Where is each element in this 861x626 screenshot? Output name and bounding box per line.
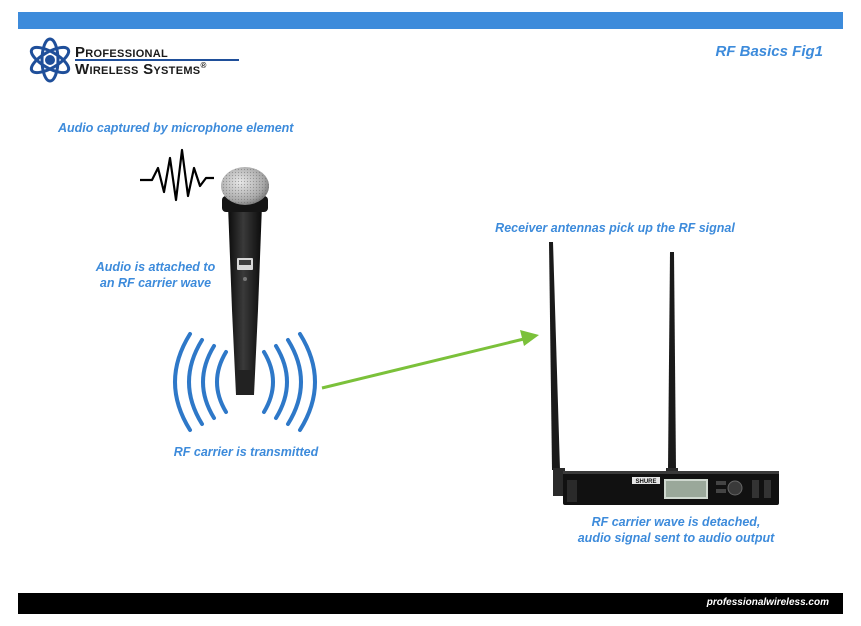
label-audio-attached-line-1: Audio is attached to: [95, 260, 216, 274]
bottom-bar: professionalwireless.com: [18, 593, 843, 614]
logo-line-1: Professional: [75, 44, 169, 61]
label-receiver-antennas: Receiver antennas pick up the RF signal: [495, 221, 735, 235]
label-audio-attached: Audio is attached to an RF carrier wave: [78, 259, 233, 291]
label-carrier-detached-line-2: audio signal sent to audio output: [577, 531, 775, 545]
label-carrier-detached-line-1: RF carrier wave is detached,: [591, 515, 761, 529]
figure-title: RF Basics Fig1: [715, 43, 823, 60]
wireless-receiver: SHURE: [549, 242, 779, 505]
arrow-icon: [321, 330, 539, 390]
label-audio-attached-line-2: an RF carrier wave: [99, 276, 212, 290]
atom-logo-icon: [29, 37, 71, 83]
top-bar: [18, 12, 843, 29]
label-audio-captured: Audio captured by microphone element: [58, 121, 294, 135]
logo: Professional Wireless Systems®: [26, 36, 266, 86]
label-rf-transmitted: RF carrier is transmitted: [173, 445, 319, 459]
logo-line-2-text: Wireless Systems: [75, 61, 201, 78]
label-carrier-detached: RF carrier wave is detached, audio signa…: [556, 514, 796, 546]
logo-rule: [75, 59, 239, 61]
receiver-antenna-right: [666, 252, 678, 480]
footer-url: professionalwireless.com: [706, 597, 829, 608]
rf-waves-icon: [173, 332, 317, 432]
registered-mark: ®: [200, 61, 207, 70]
receiver-antenna-left: [549, 242, 565, 496]
logo-line-2: Wireless Systems®: [75, 61, 207, 78]
receiver-brand: SHURE: [635, 479, 656, 485]
audio-waveform-icon: [140, 148, 214, 202]
handheld-microphone: [221, 167, 269, 395]
